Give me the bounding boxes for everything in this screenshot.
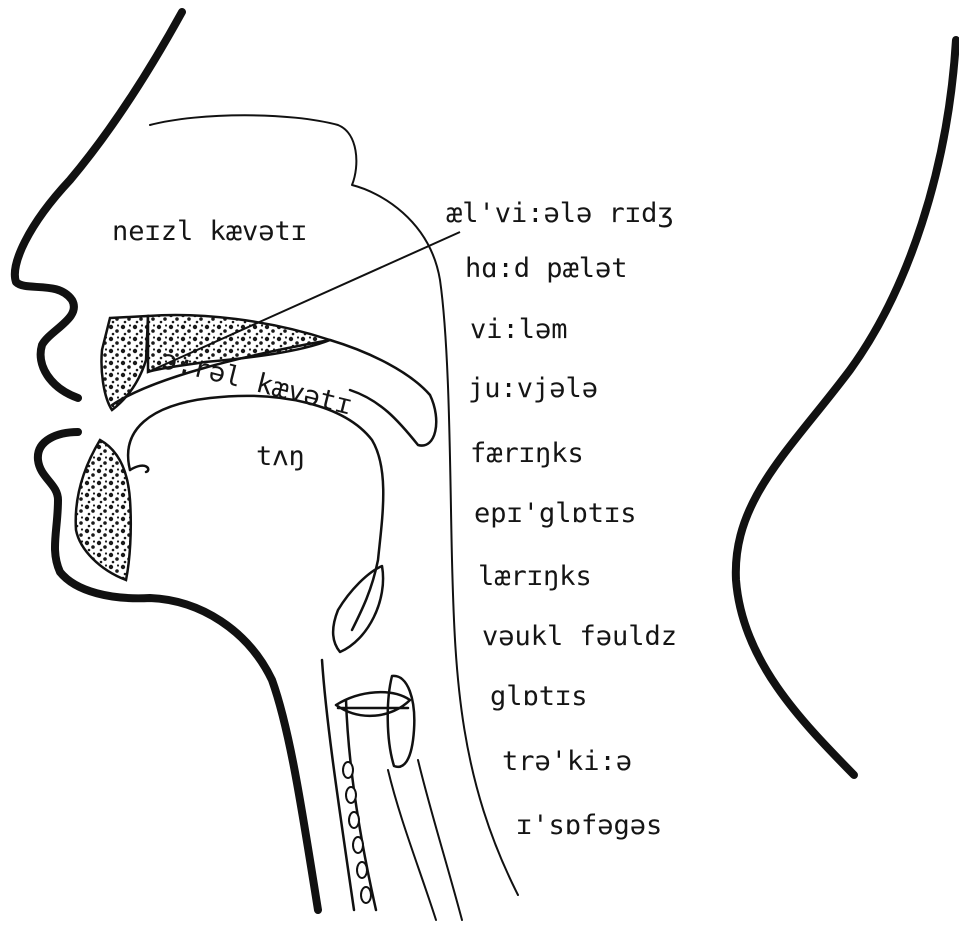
thyroid-cartilage (388, 676, 415, 767)
label-nasal-cavity: neɪzl kævətɪ (112, 216, 307, 247)
label-uvula: ju:vjələ (468, 373, 598, 404)
oesophagus-tube (388, 760, 462, 920)
tongue-tip (130, 466, 148, 472)
label-oesophagus: ɪ'sɒfəgəs (516, 810, 662, 841)
trachea-rings (343, 762, 371, 903)
epiglottis-shape (333, 566, 383, 652)
label-tongue: tʌŋ (256, 441, 305, 472)
label-glottis: glɒtɪs (490, 681, 588, 712)
label-hard-palate: hɑ:d pælət (465, 253, 628, 284)
label-velum: vi:ləm (470, 314, 568, 345)
label-pharynx: færɪŋks (470, 438, 584, 469)
label-alveolar-ridge: æl'vi:ələ rɪdʒ (446, 198, 674, 229)
label-vocal-folds: vəukl fəuldz (482, 621, 677, 652)
label-trachea: trə'ki:ə (502, 746, 632, 777)
tongue-outline (128, 396, 383, 630)
lower-jaw-bone (76, 440, 131, 580)
label-epiglottis: epɪ'glɒtɪs (474, 498, 637, 529)
upper-teeth (101, 316, 148, 410)
label-larynx: lærɪŋks (478, 561, 592, 592)
neck-back-outline (736, 40, 956, 775)
